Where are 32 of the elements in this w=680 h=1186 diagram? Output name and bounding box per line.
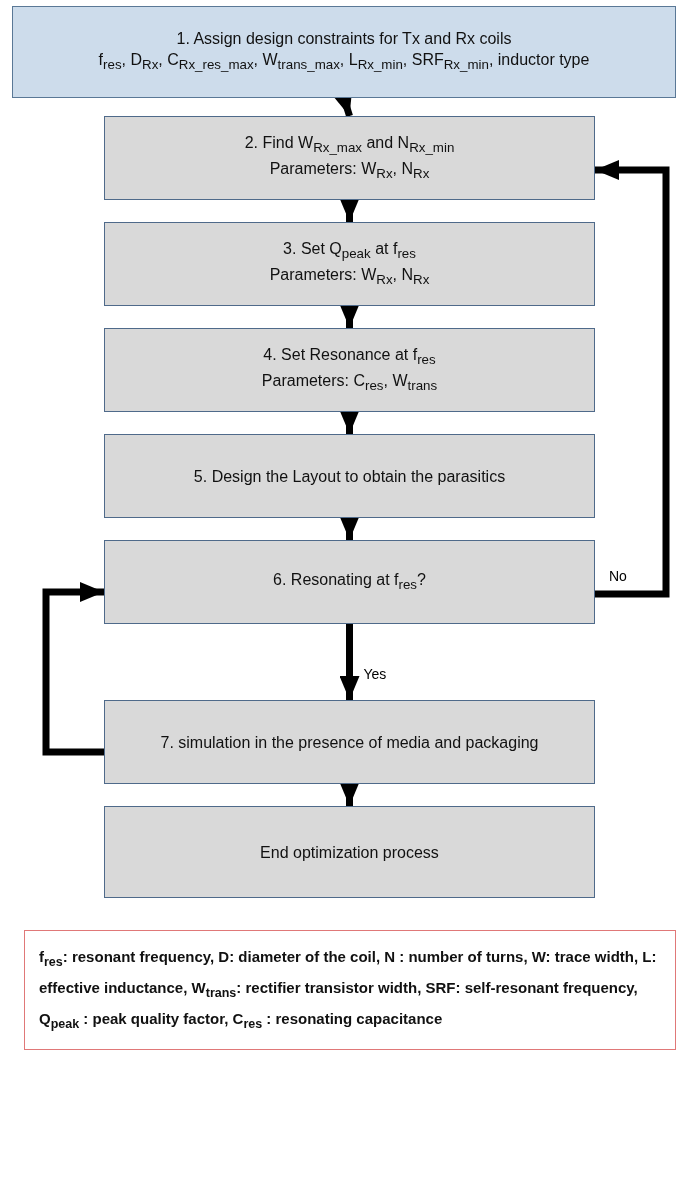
edge-label: No — [607, 568, 629, 584]
step-text: 2. Find W$_{Rx_max}$ and N$_{Rx_min}$ — [244, 132, 455, 157]
process-box — [104, 328, 595, 412]
arrow — [339, 410, 360, 434]
step-text: 7. simulation in the presence of media and packaging — [160, 732, 539, 753]
process-box — [104, 434, 595, 518]
arrow — [42, 582, 104, 756]
step-text: 1. Assign design constraints for Tx and Rx coils — [176, 29, 512, 50]
process-box — [12, 6, 676, 98]
process-box — [104, 806, 595, 898]
step-text: 5. Design the Layout to obtain the parasitics — [193, 466, 506, 487]
abbreviation-note: f$_{res}$: resonant frequency, D: diameter of the coil, N : number of turns, W: trace width, L: effective inductance, W$_{trans}$: rectifier transistor width, SRF: self-resonant frequency, Q$_{peak}$ : peak quality factor, C$_{res}$ : resonating capacitance — [39, 946, 658, 1033]
process-box — [104, 700, 595, 784]
step-text: Parameters: C$_{res}$, W$_{trans}$ — [261, 371, 438, 396]
notes-box — [24, 930, 676, 1050]
arrow — [339, 782, 360, 806]
step-text: f$_{res}$, D$_{Rx}$, C$_{Rx_res_max}$, W$_{trans_max}$, L$_{Rx_min}$, SRF$_{Rx_min}$, inductor type — [98, 50, 590, 75]
arrow — [339, 516, 360, 540]
process-box — [104, 540, 595, 624]
arrow — [339, 624, 360, 700]
arrow — [339, 304, 360, 328]
step-text: Parameters: W$_{Rx}$, N$_{Rx}$ — [269, 265, 430, 290]
edge-label: Yes — [361, 666, 389, 682]
process-box — [104, 116, 595, 200]
step-text: 4. Set Resonance at f$_{res}$ — [263, 344, 436, 369]
arrow — [339, 198, 360, 222]
step-text: 3. Set Q$_{peak}$ at f$_{res}$ — [283, 238, 416, 263]
step-text: End optimization process — [260, 842, 439, 863]
step-text: 6. Resonating at f$_{res}$? — [273, 569, 426, 595]
step-text: Parameters: W$_{Rx}$, N$_{Rx}$ — [269, 159, 430, 184]
process-box — [104, 222, 595, 306]
arrow — [595, 160, 670, 598]
